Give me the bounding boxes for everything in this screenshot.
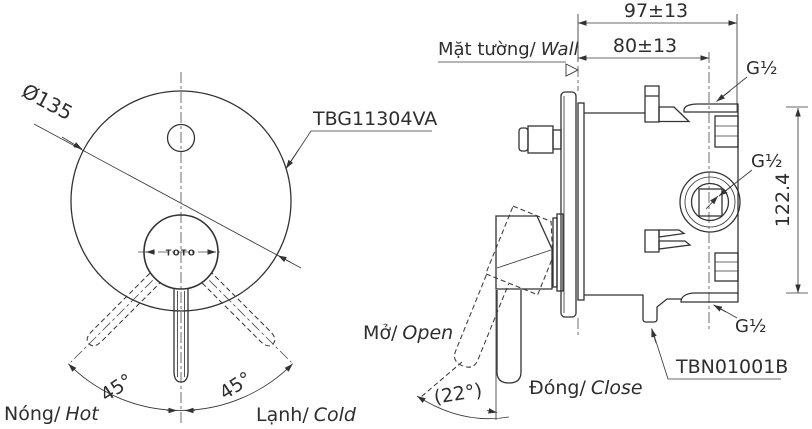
- wall-label: Mặt tường/Wall: [438, 39, 579, 60]
- close-label-en: Close: [591, 377, 643, 399]
- top-bracket-wedge: [658, 106, 691, 123]
- hot-label: Nóng/Hot: [4, 403, 100, 425]
- wall-pointer-triangle: [565, 63, 580, 77]
- diverter-knob-base: [552, 129, 562, 150]
- diameter-arrow-lower: [277, 255, 302, 269]
- thread-mid-arrow: [718, 184, 734, 197]
- cold-label-en: Cold: [314, 404, 357, 426]
- thread-label-top: G½: [746, 58, 777, 79]
- diverter-button-circle: [166, 123, 196, 153]
- toto-logo: TOTO: [166, 249, 197, 258]
- front-code-leader: [285, 130, 432, 170]
- handle-knob-side: [495, 215, 553, 290]
- front-product-code: TBG11304VA: [312, 108, 437, 130]
- front-code-leader-arrow: [285, 148, 300, 169]
- lower-clip-base: [644, 229, 660, 253]
- thread-bottom-arrow: [713, 304, 727, 313]
- thread-label-bottom: G½: [735, 316, 766, 337]
- handle-lever-side-closed: [496, 290, 522, 384]
- top-port-threads: [714, 115, 739, 148]
- top-mounting-bracket: [644, 85, 660, 123]
- mid-port-inner-circle: [690, 182, 730, 222]
- hot-lever-centerline: [70, 280, 153, 363]
- side-product-code: TBN01001B: [675, 356, 788, 378]
- front-view: TOTO 45° 45° Ø135 TBG11304VA Nóng/Hot: [4, 72, 437, 426]
- dim122-ticks: [786, 106, 808, 294]
- wall-label-en: Wall: [541, 39, 579, 60]
- diverter-knob-cap: [518, 127, 529, 152]
- dim97-extension-lines: [577, 14, 738, 112]
- plate-hub-strip: [577, 102, 585, 301]
- diameter-label: Ø135: [18, 79, 77, 126]
- mid-port-flag: [705, 195, 719, 210]
- wall-label-vi: Mặt tường/: [438, 39, 537, 60]
- open-angle-label: (22°): [432, 379, 483, 408]
- diverter-knob-body: [527, 125, 554, 154]
- diameter-arrow-upper: [61, 136, 83, 150]
- open-angle-extension: [420, 361, 463, 398]
- handle-bonnet-outer: [556, 213, 564, 292]
- dim97-label: 97±13: [624, 0, 688, 22]
- angle-right-label: 45°: [216, 368, 256, 405]
- cover-plate-side: [560, 91, 577, 318]
- handle-lever-hot-position: [70, 272, 161, 363]
- open-label: Mở/Open: [363, 322, 453, 344]
- bottom-port-disc: [680, 292, 739, 303]
- hot-label-en: Hot: [65, 403, 100, 425]
- handle-lever-cold-position: [201, 272, 292, 363]
- bottom-port-threads: [714, 252, 739, 282]
- cold-label-vi: Lạnh/: [256, 404, 309, 426]
- side-code-leader-arrow: [651, 328, 657, 344]
- close-label: Đóng/Close: [529, 377, 643, 399]
- dim122-label: 122.4: [772, 173, 794, 227]
- handle-knob-detail-line: [496, 249, 552, 269]
- bottom-thread-lines: [715, 261, 738, 272]
- open-knob-outline: [485, 205, 554, 296]
- side-code-leader: [651, 328, 781, 380]
- faceplate-circle: [70, 90, 292, 312]
- top-thread-lines: [715, 125, 738, 137]
- top-port-disc: [683, 103, 739, 113]
- dim80-label: 80±13: [613, 35, 677, 57]
- handle-lever: [173, 289, 189, 383]
- mid-port-ring: [684, 176, 736, 228]
- open-label-vi: Mở/: [363, 322, 398, 344]
- cold-lever-centerline: [209, 280, 292, 363]
- cold-label: Lạnh/Cold: [256, 404, 357, 426]
- thread-top-arrow: [716, 90, 731, 102]
- close-label-vi: Đóng/: [529, 377, 586, 399]
- diameter-dimension-line: [33, 123, 291, 263]
- mid-port-outer-circle: [679, 171, 741, 233]
- mid-port-square: [698, 188, 723, 217]
- open-label-en: Open: [402, 322, 453, 344]
- handle-open-position: [453, 205, 554, 368]
- lower-clip-prong-top: [658, 229, 686, 238]
- lower-clip-prong-bottom: [658, 240, 692, 250]
- body-bottom-and-foot: [584, 294, 681, 323]
- angle-left-label: 45°: [97, 370, 137, 407]
- angle-arc-22: [416, 395, 510, 420]
- open-lever-outline: [453, 274, 510, 368]
- hot-label-vi: Nóng/: [4, 403, 61, 425]
- handle-hub-circle: [143, 214, 219, 290]
- angle-arc-45: [67, 363, 294, 411]
- arc22-arrow: [486, 408, 498, 414]
- handle-lever-inner-lines: [177, 291, 185, 377]
- thread-label-middle: G½: [751, 151, 782, 172]
- side-view: Mặt tường/Wall 97±13 80±13: [363, 0, 808, 420]
